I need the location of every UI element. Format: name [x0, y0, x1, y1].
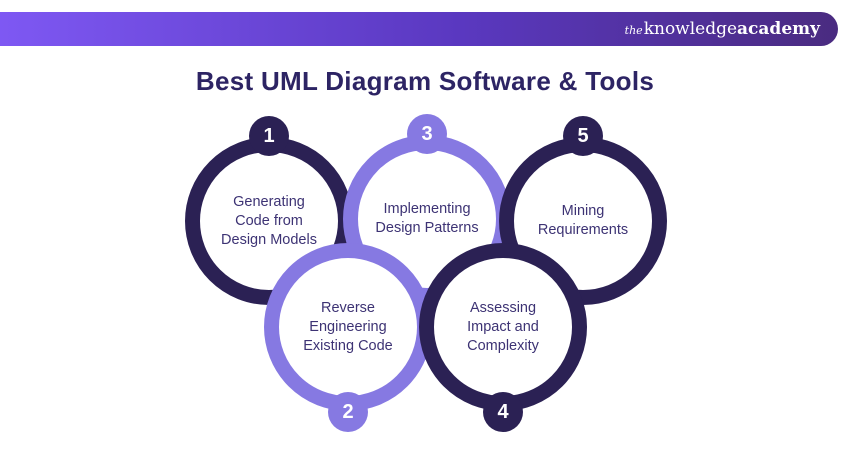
step-number-badge: 1	[249, 116, 289, 156]
circle-ring: Assessing Impact and Complexity	[419, 243, 587, 411]
page-title: Best UML Diagram Software & Tools	[195, 66, 655, 96]
step-circle-5: Mining Requirements 5	[499, 116, 667, 305]
step-number-badge: 5	[563, 116, 603, 156]
step-circle-2: Reverse Engineering Existing Code 2	[264, 243, 432, 432]
step-number-badge: 4	[483, 392, 523, 432]
brand-logo: theknowledgeacademy	[624, 18, 820, 39]
header-bar: theknowledgeacademy	[0, 12, 838, 46]
step-number-badge: 3	[407, 114, 447, 154]
step-number-badge: 2	[328, 392, 368, 432]
step-label: Generating Code from Design Models	[221, 193, 317, 248]
step-label: Reverse Engineering Existing Code	[303, 299, 393, 354]
step-circle-4: Assessing Impact and Complexity 4	[419, 243, 587, 432]
step-label: Assessing Impact and Complexity	[467, 299, 539, 354]
step-label: Implementing Design Patterns	[375, 201, 479, 236]
circle-ring: Reverse Engineering Existing Code	[264, 243, 432, 411]
logo-the: the	[624, 23, 643, 37]
circle-ring: Generating Code from Design Models	[185, 137, 353, 305]
step-label: Mining Requirements	[537, 203, 629, 238]
step-circle-1: Generating Code from Design Models 1	[185, 116, 353, 305]
logo-academy: academy	[737, 18, 820, 39]
logo-knowledge: knowledge	[643, 18, 738, 39]
